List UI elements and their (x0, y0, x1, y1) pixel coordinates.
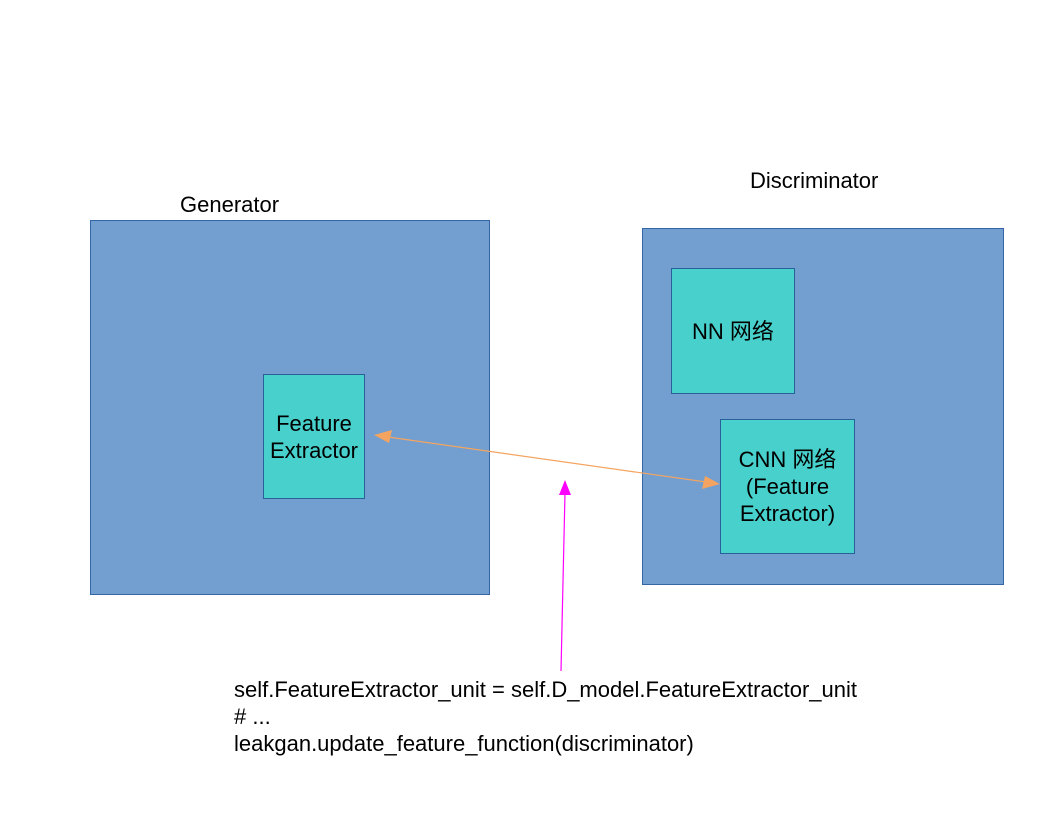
cnn-line-3: Extractor) (739, 501, 836, 526)
code-line-1: self.FeatureExtractor_unit = self.D_mode… (234, 677, 858, 702)
discriminator-title: Discriminator (750, 168, 879, 193)
nn-network-label: NN 网络 (692, 318, 774, 344)
generator-feature-extractor-line-2: Extractor (269, 437, 359, 463)
code-snippet: self.FeatureExtractor_unit = self.D_mode… (234, 676, 857, 757)
nn-network-box: NN 网络 (671, 268, 795, 394)
cnn-line-1: CNN 网络 (738, 447, 837, 472)
cnn-feature-extractor-box: CNN 网络 (Feature Extractor) (720, 419, 855, 554)
generator-feature-extractor-line-1: Feature (276, 410, 352, 436)
generator-feature-extractor-box: Feature Extractor (263, 374, 365, 499)
generator-title: Generator (180, 192, 280, 217)
code-pointer-arrow (559, 480, 571, 672)
cnn-line-2: (Feature (745, 474, 830, 499)
code-line-2: # ... (234, 704, 271, 729)
code-line-3: leakgan.update_feature_function(discrimi… (234, 731, 694, 756)
